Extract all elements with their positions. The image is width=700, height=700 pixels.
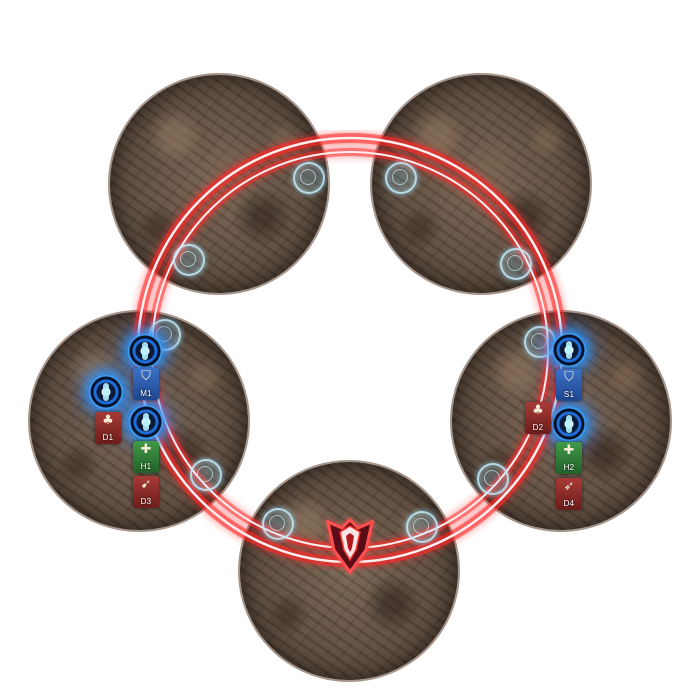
token-label: D4: [563, 499, 575, 508]
blue-orb-icon: [128, 334, 162, 368]
token-label: M1: [140, 389, 152, 398]
token-h2[interactable]: ✚ H2: [556, 442, 582, 474]
waymark-circle-icon: [190, 459, 222, 491]
waymark-circle-icon: [500, 248, 532, 280]
sword-icon: ➶: [563, 479, 575, 494]
waymark-circle-icon: [524, 326, 556, 358]
token-label: D3: [140, 497, 152, 506]
blue-orb-icon: [129, 405, 163, 439]
blue-orb-icon: [89, 375, 123, 409]
waymark-circle-icon: [173, 244, 205, 276]
token-d2[interactable]: ♣ D2: [525, 402, 551, 434]
waymark-circle-icon: [293, 162, 325, 194]
token-label: H2: [563, 463, 575, 472]
blue-orb-icon: [552, 333, 586, 367]
waymark-circle-icon: [406, 511, 438, 543]
shield-emblem-icon: [325, 517, 375, 575]
shield-icon: ⛉: [564, 370, 574, 385]
cross-icon: ✚: [140, 442, 152, 457]
token-h1[interactable]: ✚ H1: [133, 441, 159, 473]
token-m1[interactable]: ⛉ M1: [133, 368, 159, 400]
sword-icon: ♣: [532, 403, 544, 418]
token-d4[interactable]: ➶ D4: [556, 478, 582, 510]
shield-icon: ⛉: [141, 369, 151, 384]
sword-icon: ♣: [102, 413, 114, 428]
token-d3[interactable]: ➹ D3: [133, 476, 159, 508]
waymark-circle-icon: [477, 463, 509, 495]
token-label: D1: [102, 433, 114, 442]
blue-orb-icon: [552, 407, 586, 441]
token-d1[interactable]: ♣ D1: [95, 412, 121, 444]
token-s1[interactable]: ⛉ S1: [556, 369, 582, 401]
token-label: H1: [140, 462, 152, 471]
token-label: S1: [563, 390, 575, 399]
waymark-circle-icon: [385, 162, 417, 194]
waymark-circle-icon: [262, 508, 294, 540]
sword-icon: ➹: [140, 477, 152, 492]
token-label: D2: [532, 423, 544, 432]
cross-icon: ✚: [563, 443, 575, 458]
